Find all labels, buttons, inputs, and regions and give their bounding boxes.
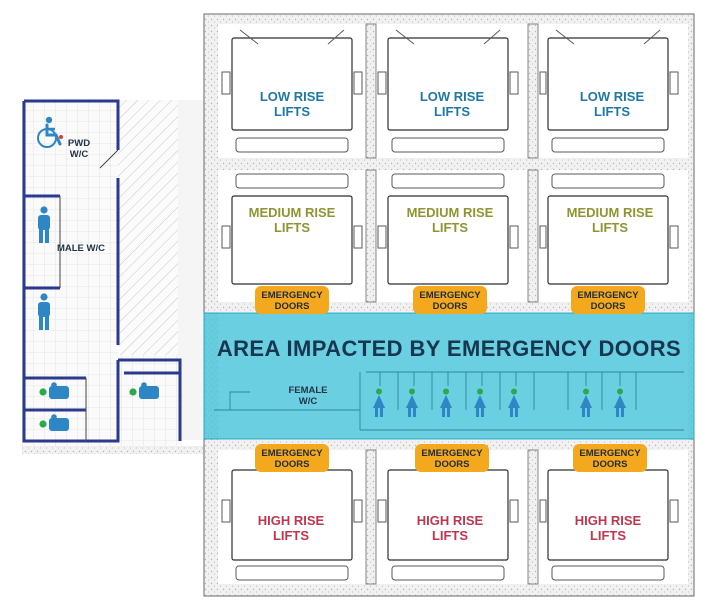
emergency-doors-tag: EMERGENCY DOORS	[573, 444, 647, 472]
medium-rise-lifts-label: MEDIUM RISE LIFTS	[566, 205, 654, 235]
emergency-doors-tag: EMERGENCY DOORS	[255, 444, 329, 472]
male-icon	[38, 206, 50, 243]
high-rise-lifts-label: HIGH RISE LIFTS	[416, 513, 484, 543]
urinal-user-icon	[39, 414, 69, 431]
female-icon	[508, 388, 520, 417]
female-icon	[614, 388, 626, 417]
female-wc-label: FEMALE W/C	[288, 385, 328, 407]
emergency-doors-tag: EMERGENCY DOORS	[415, 444, 489, 472]
wheelchair-icon	[37, 116, 63, 148]
male-icon	[38, 293, 50, 330]
emergency-doors-tag: EMERGENCY DOORS	[413, 286, 487, 314]
female-icon	[474, 388, 486, 417]
urinal-user-icon	[129, 382, 159, 399]
female-icon	[373, 388, 385, 417]
female-icon	[440, 388, 452, 417]
impact-area-title: AREA IMPACTED BY EMERGENCY DOORS	[216, 336, 682, 361]
high-rise-lifts-label: HIGH RISE LIFTS	[257, 513, 325, 543]
emergency-doors-tag: EMERGENCY DOORS	[255, 286, 329, 314]
urinal-user-icon	[39, 382, 69, 399]
emergency-doors-tag: EMERGENCY DOORS	[571, 286, 645, 314]
low-rise-lifts-label: LOW RISE LIFTS	[259, 89, 325, 119]
low-rise-lifts-label: LOW RISE LIFTS	[419, 89, 485, 119]
medium-rise-lifts-label: MEDIUM RISE LIFTS	[406, 205, 494, 235]
impact-area-band	[203, 312, 695, 440]
high-rise-lifts-label: HIGH RISE LIFTS	[574, 513, 642, 543]
female-icon	[580, 388, 592, 417]
medium-rise-lifts-label: MEDIUM RISE LIFTS	[248, 205, 336, 235]
washroom-outer-wall	[22, 101, 120, 443]
male-wc-label: MALE W/C	[56, 243, 106, 254]
low-rise-lifts-label: LOW RISE LIFTS	[579, 89, 645, 119]
pwd-wc-label: PWD W/C	[67, 138, 91, 160]
female-icon	[406, 388, 418, 417]
